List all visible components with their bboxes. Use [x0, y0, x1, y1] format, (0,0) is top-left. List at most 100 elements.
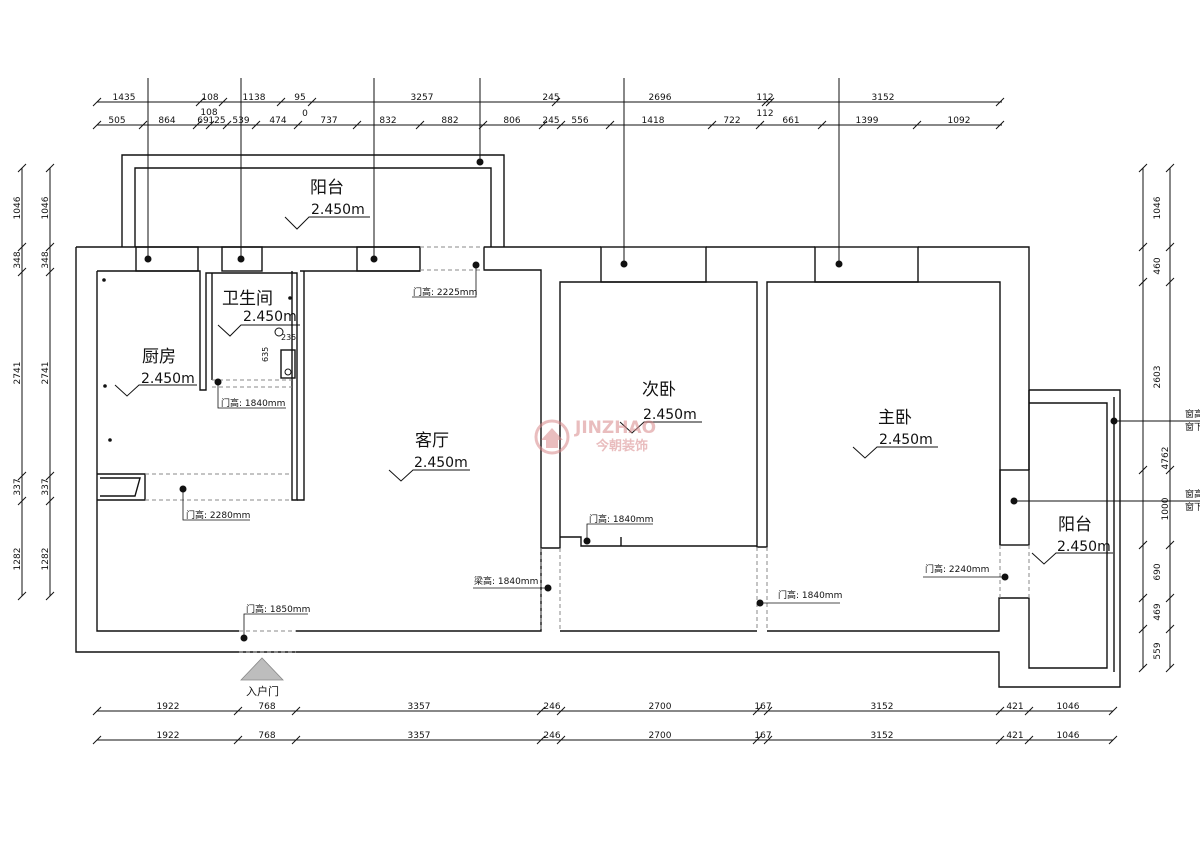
- dimension-value: 69: [197, 116, 209, 126]
- dimension-tick: [92, 97, 102, 107]
- dimension-value: 832: [379, 116, 396, 126]
- dimension-tick: [817, 120, 827, 130]
- entry-door-label: 入户门: [246, 684, 279, 698]
- dimension-tick: [1165, 242, 1175, 252]
- dimension-tick: [1165, 163, 1175, 173]
- dimension-value: 0: [302, 109, 308, 119]
- dimension-tick: [233, 735, 243, 745]
- dimension-value: 460: [1153, 257, 1163, 274]
- dimension-tick: [17, 496, 27, 506]
- top-dimension-lines: [92, 97, 1005, 130]
- dimension-value: 1282: [41, 548, 51, 571]
- note-entry-door: 门高: 1850mm: [246, 603, 310, 615]
- dimension-tick: [995, 120, 1005, 130]
- dimension-tick: [761, 97, 771, 107]
- dimension-value: 2700: [649, 702, 672, 712]
- dimension-tick: [556, 706, 566, 716]
- dimension-value: 474: [269, 116, 286, 126]
- dimension-tick: [291, 735, 301, 745]
- room-label-bathroom: 卫生间: [222, 289, 273, 309]
- dimension-tick: [755, 120, 765, 130]
- note-window-2: 窗高: [1185, 488, 1200, 500]
- dimension-value: 1922: [157, 731, 180, 741]
- dimension-tick: [45, 163, 55, 173]
- dimension-value: 95: [294, 93, 305, 103]
- dimension-value: 3152: [871, 702, 894, 712]
- drain-icon: [274, 327, 284, 337]
- dimension-tick: [222, 120, 232, 130]
- dimension-tick: [1165, 663, 1175, 673]
- dimension-tick: [1024, 735, 1034, 745]
- dimension-tick: [551, 97, 561, 107]
- leader-lines: [147, 78, 1200, 502]
- dimension-value: 882: [441, 116, 458, 126]
- dimension-tick: [1138, 624, 1148, 634]
- dimension-value: 559: [1153, 642, 1163, 659]
- dimension-tick: [291, 706, 301, 716]
- dimension-value: 1000: [1161, 497, 1171, 520]
- dimension-tick: [1138, 663, 1148, 673]
- dimension-tick: [765, 97, 775, 107]
- dimension-tick: [17, 267, 27, 277]
- room-label-master-bedroom: 主卧: [878, 408, 912, 428]
- dimension-value: 1046: [1153, 196, 1163, 219]
- dimension-value: 2741: [13, 362, 23, 385]
- dimension-tick: [45, 591, 55, 601]
- note-window-2b: 窗下: [1185, 501, 1200, 513]
- dimension-tick: [605, 120, 615, 130]
- dimension-tick: [1108, 706, 1118, 716]
- dimension-tick: [17, 591, 27, 601]
- dimension-tick: [763, 706, 773, 716]
- dimension-tick: [1165, 277, 1175, 287]
- dimension-value: 245: [542, 93, 559, 103]
- dimension-tick: [1165, 540, 1175, 550]
- note-beam: 梁高: 1840mm: [474, 575, 538, 587]
- dimension-tick: [707, 120, 717, 130]
- dimension-value: 337: [41, 478, 51, 495]
- dimension-value: 1046: [13, 196, 23, 219]
- dimension-value: 167: [754, 702, 771, 712]
- note-balcony-door: 门高: 2225mm: [413, 286, 477, 298]
- dimension-value: 3152: [872, 93, 895, 103]
- note-kitchen-door: 门高: 2280mm: [186, 509, 250, 521]
- dimension-value: 167: [754, 731, 771, 741]
- dimension-value: 722: [723, 116, 740, 126]
- dimension-tick: [205, 120, 215, 130]
- dimension-value: 3357: [408, 731, 431, 741]
- dimension-tick: [536, 735, 546, 745]
- room-label-second-bedroom: 次卧: [642, 380, 676, 400]
- note-second-door: 门高: 1840mm: [589, 513, 653, 525]
- door-openings: [145, 246, 1030, 653]
- dimension-tick: [1138, 540, 1148, 550]
- dimension-value: 1046: [1057, 702, 1080, 712]
- dimension-tick: [17, 242, 27, 252]
- dimension-tick: [307, 97, 317, 107]
- dimension-value: 108: [200, 108, 217, 118]
- dimension-tick: [1138, 242, 1148, 252]
- dimension-tick: [536, 706, 546, 716]
- bottom-dimension-lines: [92, 706, 1118, 745]
- dimension-tick: [92, 735, 102, 745]
- dimension-value: 421: [1006, 731, 1023, 741]
- dimension-tick: [415, 120, 425, 130]
- dimension-value: 690: [1153, 563, 1163, 580]
- level-master-bedroom: 2.450m: [879, 432, 933, 448]
- dimension-value: 768: [258, 731, 275, 741]
- dimension-value: 556: [571, 116, 588, 126]
- dimension-value: 348: [13, 251, 23, 268]
- dimension-value: 1092: [948, 116, 971, 126]
- dimension-tick: [218, 97, 228, 107]
- note-master-door: 门高: 1840mm: [778, 589, 842, 601]
- dimension-tick: [233, 706, 243, 716]
- note-bath-635: 635: [261, 347, 270, 362]
- level-balcony-east: 2.450m: [1057, 539, 1111, 555]
- dimension-value: 505: [108, 116, 125, 126]
- dimension-tick: [556, 120, 566, 130]
- note-window-1b: 窗下: [1185, 421, 1200, 433]
- dimension-tick: [92, 706, 102, 716]
- note-window-1: 窗高: [1185, 408, 1200, 420]
- note-bath-door: 门高: 1840mm: [221, 397, 285, 409]
- dimension-value: 1046: [41, 196, 51, 219]
- dimension-value: 1138: [243, 93, 266, 103]
- dimension-value: 421: [1006, 702, 1023, 712]
